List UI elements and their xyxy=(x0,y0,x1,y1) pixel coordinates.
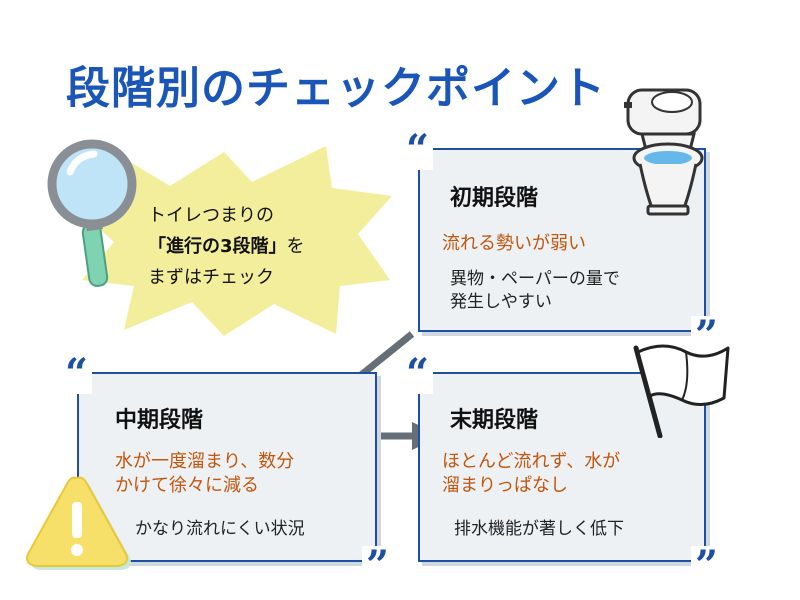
stage-desc-middle-1: かなり流れにくい状況 xyxy=(135,519,305,539)
white-flag-icon xyxy=(633,344,730,438)
stage-subtitle-middle-1: 水が一度溜まり、数分 xyxy=(115,451,295,472)
stage-card-late: “ 末期段階 ほとんど流れず、水が 溜まりっぱなし 排水機能が著しく低下 ” xyxy=(402,354,722,586)
callout-line-2-rest: を xyxy=(286,236,305,257)
close-quote-mark: ” xyxy=(690,316,722,356)
stage-desc-early-2: 発生しやすい xyxy=(450,292,552,312)
stage-desc-late-1: 排水機能が著しく低下 xyxy=(454,519,624,539)
warning-icon xyxy=(26,476,131,570)
stage-subtitle-middle-2: かけて徐々に減る xyxy=(115,475,259,496)
open-quote-mark: “ xyxy=(402,130,434,170)
stage-card-middle: “ 中期段階 水が一度溜まり、数分 かけて徐々に減る かなり流れにくい状況 ” xyxy=(61,354,393,586)
magnifier-icon xyxy=(47,139,137,287)
close-quote-mark: ” xyxy=(361,546,393,586)
stage-subtitle-early: 流れる勢いが弱い xyxy=(442,233,586,254)
stage-heading-early: 初期段階 xyxy=(450,186,539,211)
callout-line-2: 「進行の3段階」を xyxy=(148,231,368,262)
callout-line-2-bold: 「進行の3段階」 xyxy=(148,236,287,257)
stage-subtitle-late-1: ほとんど流れず、水が xyxy=(442,451,621,472)
open-quote-mark: “ xyxy=(61,354,93,394)
stage-desc-early-1: 異物・ペーパーの量で xyxy=(450,269,620,289)
stage-heading-middle: 中期段階 xyxy=(115,408,204,433)
callout-text: トイレつまりの 「進行の3段階」を まずはチェック xyxy=(148,200,368,293)
callout-line-3: まずはチェック xyxy=(148,267,274,288)
open-quote-mark: “ xyxy=(402,354,434,394)
stage-heading-late: 末期段階 xyxy=(450,408,539,433)
page-title: 段階別のチェックポイント xyxy=(66,63,606,114)
burst-shape xyxy=(74,140,392,336)
callout-line-1: トイレつまりの xyxy=(148,205,274,226)
close-quote-mark: ” xyxy=(690,546,722,586)
toilet-icon xyxy=(624,88,704,216)
stage-subtitle-late-2: 溜まりっぱなし xyxy=(442,475,568,496)
